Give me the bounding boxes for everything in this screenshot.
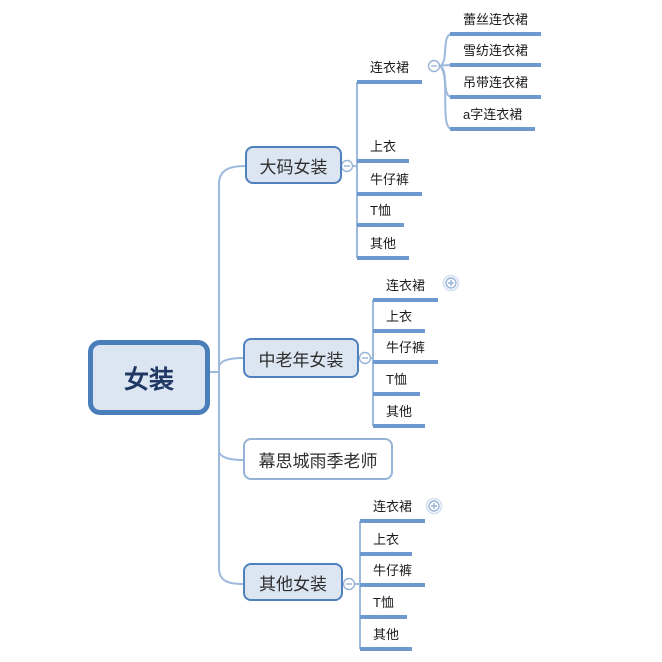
topic-jeans[interactable]: 牛仔裤 (373, 338, 439, 364)
topic-tops[interactable]: 上衣 (373, 307, 426, 333)
topic-others[interactable]: 其他 (360, 625, 413, 651)
expand-toggle-middle-aged-dress[interactable] (442, 274, 460, 292)
branch-other-womens[interactable]: 其他女装 (243, 563, 343, 601)
topic-lace-dress[interactable]: 蕾丝连衣裙 (450, 10, 542, 36)
topic-dress[interactable]: 连衣裙 (357, 58, 423, 84)
topic-jeans[interactable]: 牛仔裤 (360, 561, 426, 587)
topic-tops[interactable]: 上衣 (357, 137, 410, 163)
dress-fan-1 (439, 33, 453, 67)
topic-others[interactable]: 其他 (373, 402, 426, 428)
collapse-toggle-dress[interactable] (427, 59, 441, 73)
branch-musicheng-yuji-teacher[interactable]: 幕思城雨季老师 (243, 438, 393, 480)
topic-chiffon-dress[interactable]: 雪纺连衣裙 (450, 41, 542, 67)
expand-toggle-other-dress[interactable] (425, 497, 443, 515)
connector-middle-aged (218, 357, 244, 367)
topic-dress[interactable]: 连衣裙 (373, 276, 439, 302)
branch-middle-aged-womens[interactable]: 中老年女装 (243, 338, 359, 378)
topic-others[interactable]: 其他 (357, 234, 410, 260)
topic-tops[interactable]: 上衣 (360, 530, 413, 556)
trunk-line (218, 165, 246, 585)
topic-jeans[interactable]: 牛仔裤 (357, 170, 423, 196)
collapse-toggle-other[interactable] (342, 577, 356, 591)
topic-slip-dress[interactable]: 吊带连衣裙 (450, 73, 542, 99)
collapse-toggle-plus-size[interactable] (340, 159, 354, 173)
branch-plus-size-womens[interactable]: 大码女装 (245, 146, 342, 184)
topic-tshirt[interactable]: T恤 (357, 201, 404, 227)
connector-musicheng (218, 451, 244, 461)
topic-dress[interactable]: 连衣裙 (360, 497, 426, 523)
topic-tshirt[interactable]: T恤 (360, 593, 407, 619)
topic-tshirt[interactable]: T恤 (373, 370, 420, 396)
collapse-toggle-middle-aged[interactable] (358, 351, 372, 365)
root-topic-womens-clothing[interactable]: 女装 (88, 340, 210, 415)
dress-fan-4 (439, 65, 453, 130)
plus-icon (448, 280, 454, 286)
topic-aline-dress[interactable]: a字连衣裙 (450, 105, 536, 131)
plus-icon (431, 503, 437, 509)
